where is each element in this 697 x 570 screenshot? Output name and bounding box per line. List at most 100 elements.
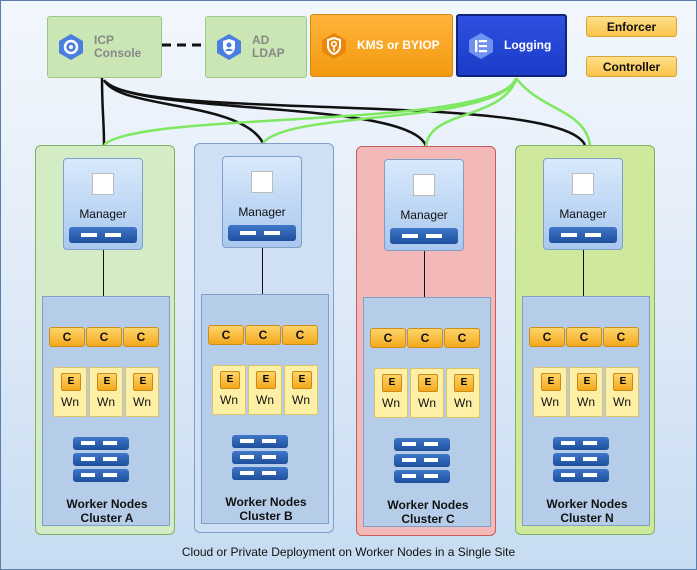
worker-node: E Wn xyxy=(125,367,159,417)
ad-label-line1: AD xyxy=(252,33,270,47)
enforcer-badge: E xyxy=(613,373,633,391)
controller-box: C xyxy=(370,328,406,348)
server-stack-icon xyxy=(553,437,609,485)
server-unit xyxy=(232,435,288,448)
logging-to-cluster-a-link xyxy=(103,77,518,146)
enforcer-badge: E xyxy=(61,373,81,391)
worker-node-label: Wn xyxy=(577,395,595,409)
icp-to-cluster-b-link xyxy=(102,79,265,144)
manager-server-icon xyxy=(549,227,617,243)
caption: Cloud or Private Deployment on Worker No… xyxy=(181,545,516,559)
logging-box: Logging xyxy=(456,14,567,77)
controller-box: C xyxy=(603,327,639,347)
logging-to-cluster-n-link xyxy=(515,77,592,146)
icp-to-cluster-n-link xyxy=(107,82,587,146)
controller-box: C xyxy=(407,328,443,348)
cluster-name-line2: Cluster N xyxy=(560,511,614,525)
kms-byiop-box: KMS or BYIOP xyxy=(310,14,453,77)
enforcer-badge: E xyxy=(541,373,561,391)
worker-node-label: Wn xyxy=(97,395,115,409)
server-unit xyxy=(553,437,609,450)
manager-worker-link xyxy=(424,251,425,297)
server-unit xyxy=(232,467,288,480)
manager-label: Manager xyxy=(238,205,286,219)
manager-card: Manager xyxy=(384,159,464,251)
ad-label-line2: LDAP xyxy=(252,46,285,60)
worker-node: E Wn xyxy=(533,367,567,417)
controller-box: C xyxy=(529,327,565,347)
worker-node-label: Wn xyxy=(256,393,274,407)
cluster-name-line1: Worker Nodes xyxy=(387,498,469,512)
controller-box: C xyxy=(208,325,244,345)
enforcer-badge: E xyxy=(220,371,240,389)
manager-chip-icon xyxy=(251,171,273,193)
enforcer-badge: E xyxy=(133,373,153,391)
manager-label: Manager xyxy=(79,207,127,221)
worker-node-label: Wn xyxy=(454,396,472,410)
worker-node: E Wn xyxy=(284,365,318,415)
enforcer-badge: E xyxy=(454,374,474,392)
worker-node: E Wn xyxy=(446,368,480,418)
manager-label: Manager xyxy=(400,208,448,222)
worker-node: E Wn xyxy=(53,367,87,417)
server-stack-icon xyxy=(232,435,288,483)
manager-card: Manager xyxy=(63,158,143,250)
cluster-name-line2: Cluster A xyxy=(80,511,134,525)
cluster-name-line1: Worker Nodes xyxy=(66,497,148,511)
cluster-name-line2: Cluster B xyxy=(239,509,293,523)
controller-box: C xyxy=(444,328,480,348)
enforcer-badge: E xyxy=(97,373,117,391)
server-stack-icon xyxy=(73,437,129,485)
legend-enforcer: Enforcer xyxy=(586,16,677,37)
hexagon-gear-icon xyxy=(59,34,83,60)
cluster-name-line1: Worker Nodes xyxy=(546,497,628,511)
server-unit xyxy=(394,438,450,451)
legend-controller: Controller xyxy=(586,56,677,77)
manager-worker-link xyxy=(103,250,104,296)
icp-label-line2: Console xyxy=(94,46,142,60)
manager-server-icon xyxy=(390,228,458,244)
user-shield-icon xyxy=(217,34,241,60)
key-shield-icon xyxy=(322,32,346,59)
logging-to-cluster-c-link xyxy=(424,79,518,147)
worker-node-label: Wn xyxy=(541,395,559,409)
list-icon xyxy=(469,32,493,59)
server-unit xyxy=(73,437,129,450)
kms-label: KMS or BYIOP xyxy=(357,38,440,52)
manager-chip-icon xyxy=(413,174,435,196)
manager-server-icon xyxy=(228,225,296,241)
controller-box: C xyxy=(245,325,281,345)
manager-label: Manager xyxy=(559,207,607,221)
cluster-name-line2: Cluster C xyxy=(401,512,455,526)
server-unit xyxy=(394,454,450,467)
logging-label: Logging xyxy=(504,38,552,52)
server-unit xyxy=(73,453,129,466)
enforcer-badge: E xyxy=(418,374,438,392)
worker-node: E Wn xyxy=(89,367,123,417)
manager-chip-icon xyxy=(92,173,114,195)
controller-box: C xyxy=(123,327,159,347)
worker-node-label: Wn xyxy=(61,395,79,409)
icp-label-line1: ICP xyxy=(94,33,115,47)
worker-node-label: Wn xyxy=(292,393,310,407)
enforcer-badge: E xyxy=(292,371,312,389)
controller-box: C xyxy=(566,327,602,347)
worker-node-label: Wn xyxy=(133,395,151,409)
enforcer-badge: E xyxy=(382,374,402,392)
server-unit xyxy=(73,469,129,482)
